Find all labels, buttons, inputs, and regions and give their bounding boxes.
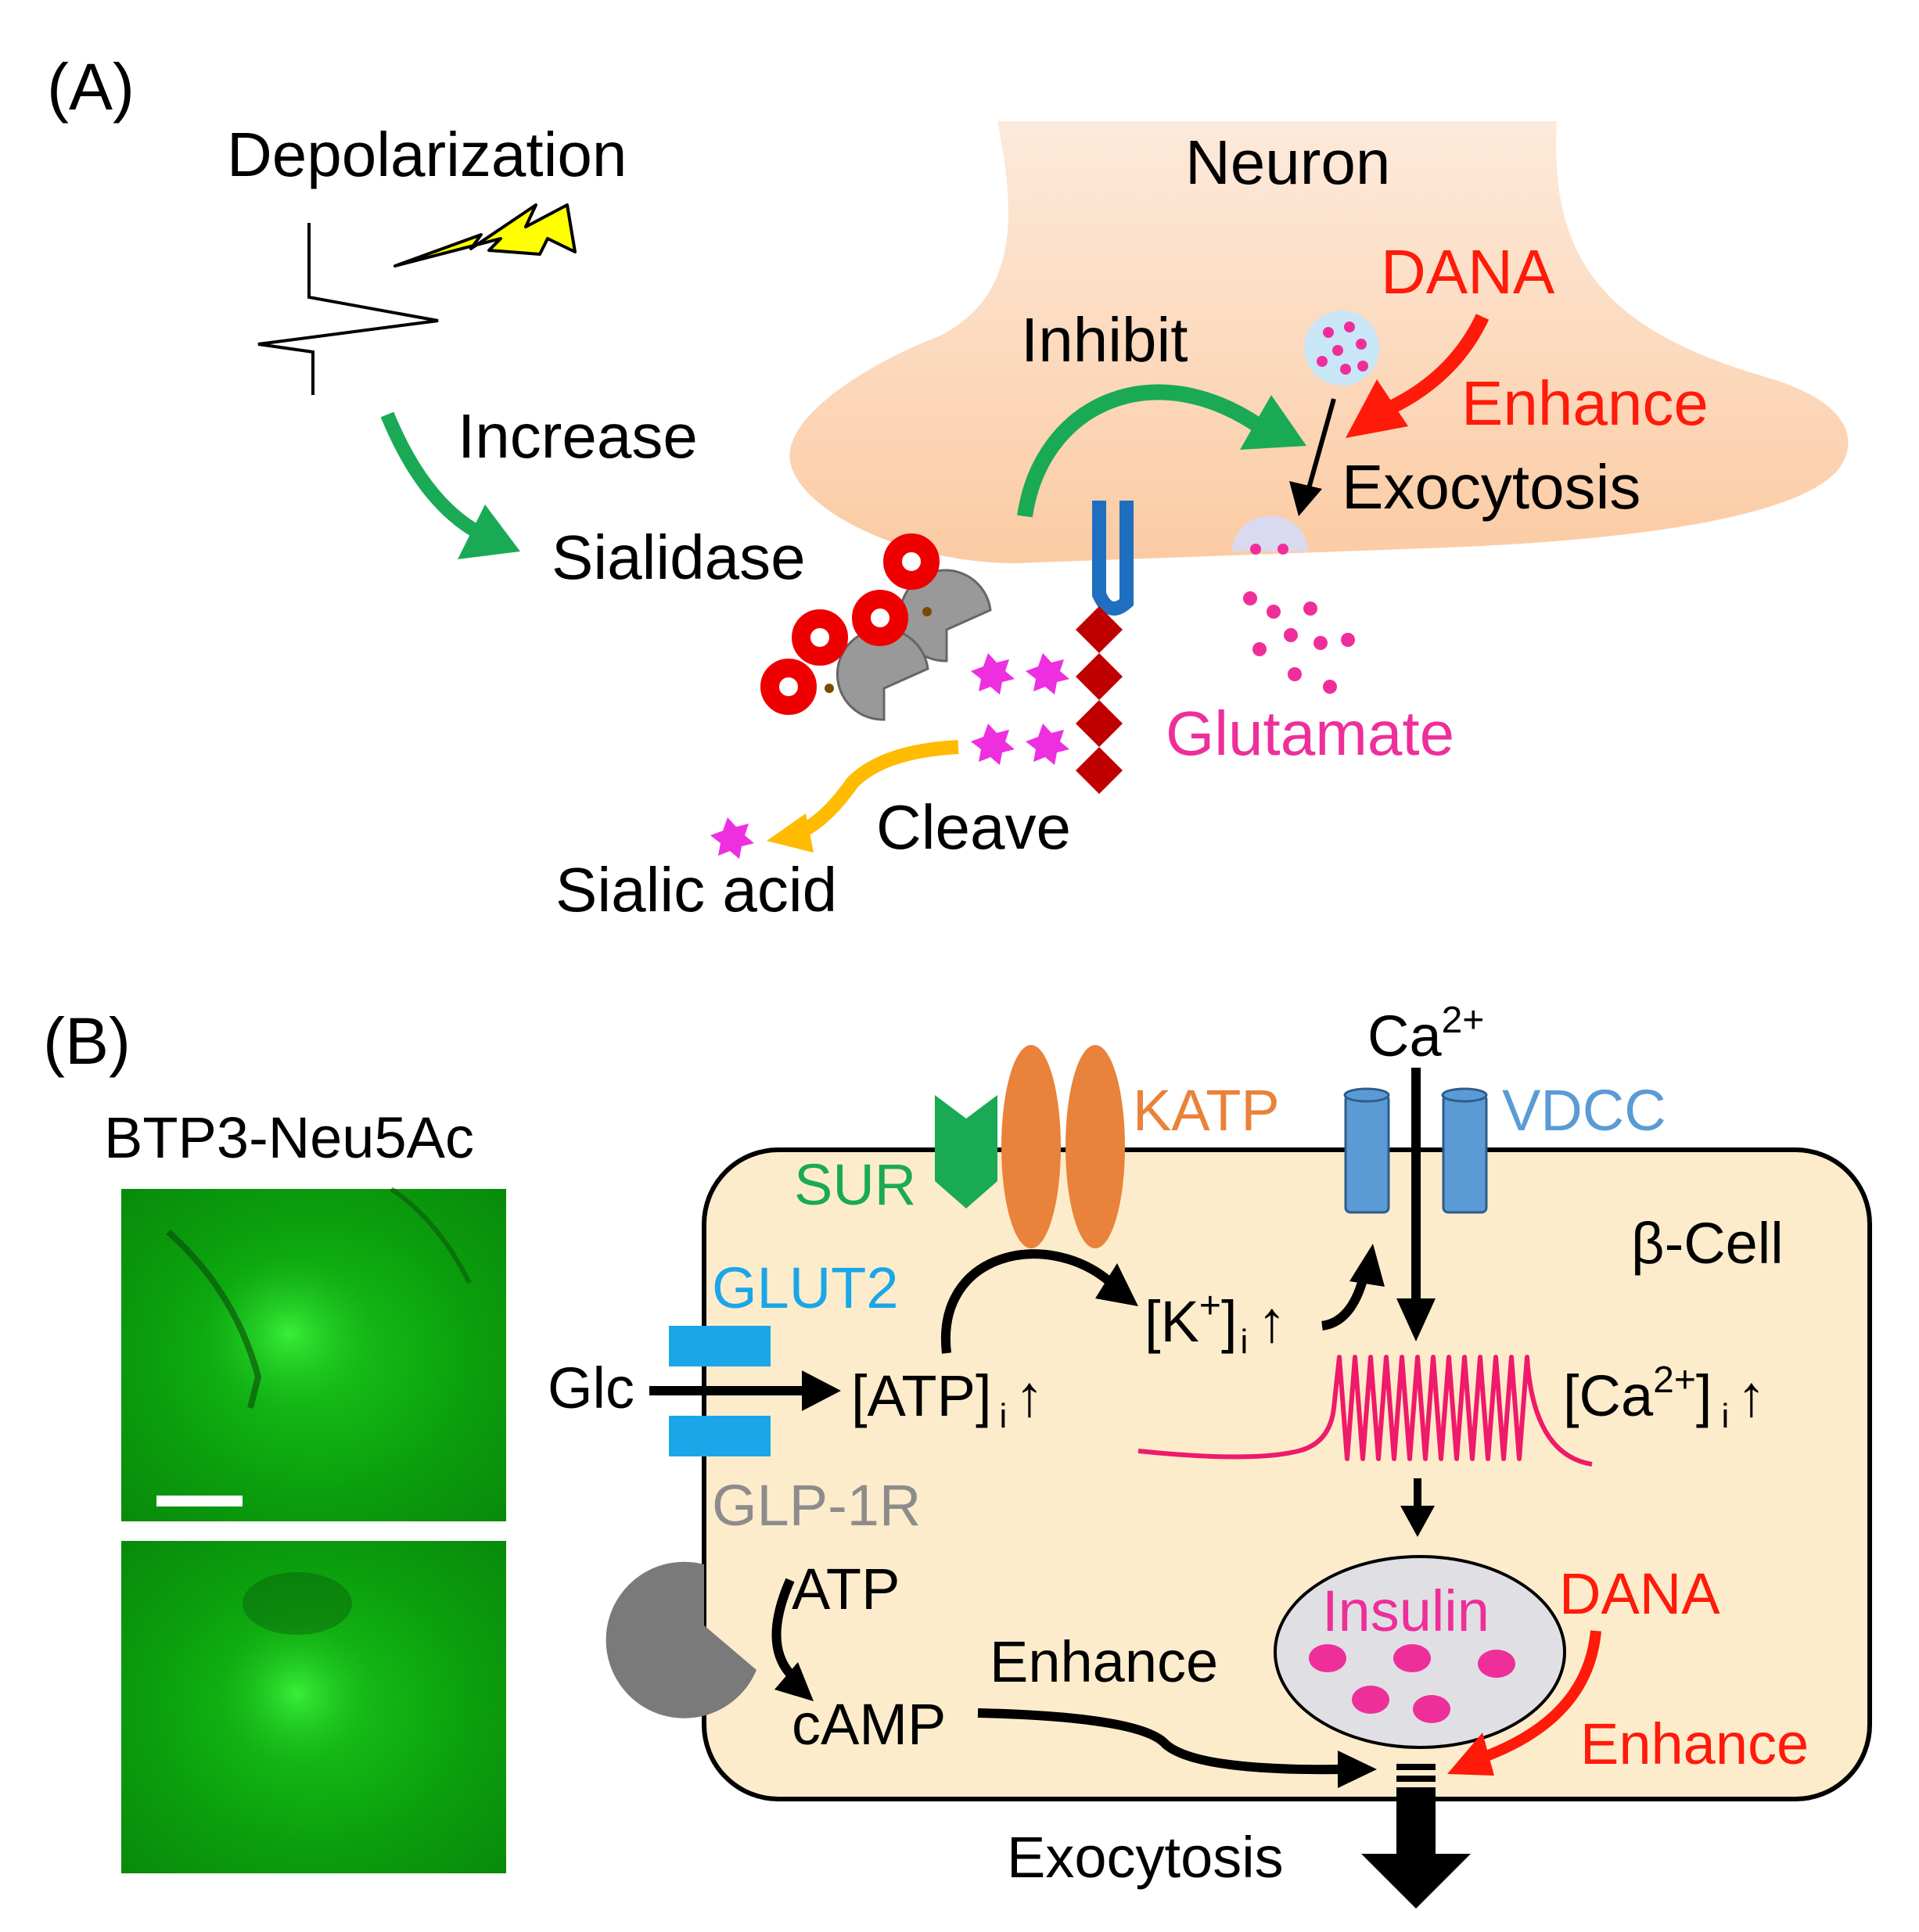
vesicle-dot <box>1278 544 1288 555</box>
image-title: BTP3-Neu5Ac <box>104 1105 474 1170</box>
dana-arrow-b <box>1484 1630 1601 1761</box>
beta-cell-body <box>702 1147 1872 1801</box>
vesicle-dot <box>1357 361 1368 372</box>
atp-to-camp-arrow <box>771 1578 795 1677</box>
glut2-transporter-bottom <box>669 1416 771 1456</box>
atp-to-k-arrowhead <box>1095 1263 1138 1306</box>
lightning-icon <box>394 203 577 268</box>
increase-label: Increase <box>458 401 698 471</box>
vesicle-dot <box>1323 327 1334 338</box>
glut2-label: GLUT2 <box>712 1255 899 1320</box>
ca-influx-arrowhead <box>1396 1298 1436 1341</box>
vesicle-dot <box>1332 345 1343 356</box>
vesicle-dot <box>1356 339 1367 350</box>
dana-label-a: DANA <box>1381 237 1555 307</box>
k-concentration: [K+]i↑ <box>1145 1285 1286 1361</box>
sialic-acid-label: Sialic acid <box>555 855 837 925</box>
glycan-chain <box>1076 606 1123 794</box>
vesicle-fused <box>1232 515 1308 551</box>
dana-arrowhead-a <box>1346 379 1408 438</box>
vesicle-dot <box>1340 364 1351 375</box>
exocytosis-arrow-a <box>1304 398 1336 497</box>
glutamate-label: Glutamate <box>1166 698 1454 768</box>
enhance-label-b-left: Enhance <box>990 1629 1218 1694</box>
glc-arrowhead <box>802 1370 841 1411</box>
sialidase-label: Sialidase <box>552 523 806 592</box>
atp-to-camp-arrowhead <box>774 1662 814 1701</box>
exocytosis-label-b: Exocytosis <box>1007 1825 1284 1890</box>
dana-arrow-a <box>1389 314 1490 414</box>
vesicle-dot <box>1344 321 1355 332</box>
glc-label: Glc <box>548 1356 634 1420</box>
camp-label: cAMP <box>792 1692 946 1757</box>
enhance-label-a: Enhance <box>1461 368 1709 438</box>
beta-cell-label: β-Cell <box>1631 1211 1784 1276</box>
vesicle-dot <box>1317 356 1328 367</box>
camp-to-exocytosis-arrow <box>977 1708 1346 1775</box>
inhibit-arrowhead <box>1240 395 1306 450</box>
cleave-label: Cleave <box>876 792 1071 862</box>
increase-arrow <box>380 411 481 538</box>
sialidase-enzymes <box>825 569 992 721</box>
cleave-arrowhead <box>767 813 814 853</box>
vdcc-channel <box>1343 1087 1488 1214</box>
panel-a-label: (A) <box>47 50 135 124</box>
glutamate-dots <box>1243 591 1355 694</box>
vdcc-label: VDCC <box>1502 1078 1666 1143</box>
atp-to-k-arrow <box>940 1249 1114 1354</box>
ca-oscillation-trace <box>1137 1355 1593 1467</box>
microscopy-image-bottom <box>121 1541 506 1873</box>
ca-label: Ca2+ <box>1367 1000 1484 1068</box>
depolarization-label: Depolarization <box>227 120 627 189</box>
increase-arrowhead <box>458 505 520 559</box>
atp-label: ATP <box>792 1557 900 1621</box>
insulin-label: Insulin <box>1322 1578 1490 1643</box>
katp-channel <box>1001 1045 1125 1248</box>
depolarization-trace <box>257 223 439 395</box>
k-to-vdcc-arrowhead <box>1349 1244 1385 1287</box>
scale-bar <box>156 1496 243 1506</box>
sur-label: SUR <box>794 1152 916 1217</box>
glp1r-label: GLP-1R <box>712 1473 921 1538</box>
receptor-icon <box>1092 501 1134 616</box>
red-ring-icons <box>760 533 940 715</box>
dana-label-b: DANA <box>1559 1561 1720 1626</box>
glp1r-receptor-icon <box>606 1561 756 1718</box>
neuron-label: Neuron <box>1185 127 1390 197</box>
panel-b-label: (B) <box>43 1004 131 1078</box>
katp-label: KATP <box>1133 1078 1280 1143</box>
atp-concentration: [ATP]i↑ <box>851 1363 1044 1435</box>
exocytosis-arrow-b <box>1361 1764 1471 1909</box>
microscopy-image-top <box>121 1187 506 1521</box>
dana-arrowhead-b <box>1447 1733 1494 1776</box>
ca-concentration: [Ca2+]i↑ <box>1563 1359 1766 1435</box>
insulin-dots <box>1309 1644 1515 1723</box>
cleave-arrow <box>795 740 959 840</box>
exocytosis-arrowhead-a <box>1289 481 1322 516</box>
inhibit-label: Inhibit <box>1021 305 1188 375</box>
vesicle-dot <box>1250 544 1261 555</box>
exocytosis-label-a: Exocytosis <box>1342 452 1640 522</box>
sialic-acid-stars <box>710 653 1069 859</box>
inhibit-arrow <box>1017 384 1264 518</box>
glut2-transporter-top <box>669 1326 771 1366</box>
ca-to-insulin-arrowhead <box>1400 1506 1435 1537</box>
enhance-label-b-right: Enhance <box>1580 1711 1809 1776</box>
sur-icon <box>935 1095 997 1208</box>
camp-to-exocytosis-arrowhead <box>1338 1751 1377 1788</box>
